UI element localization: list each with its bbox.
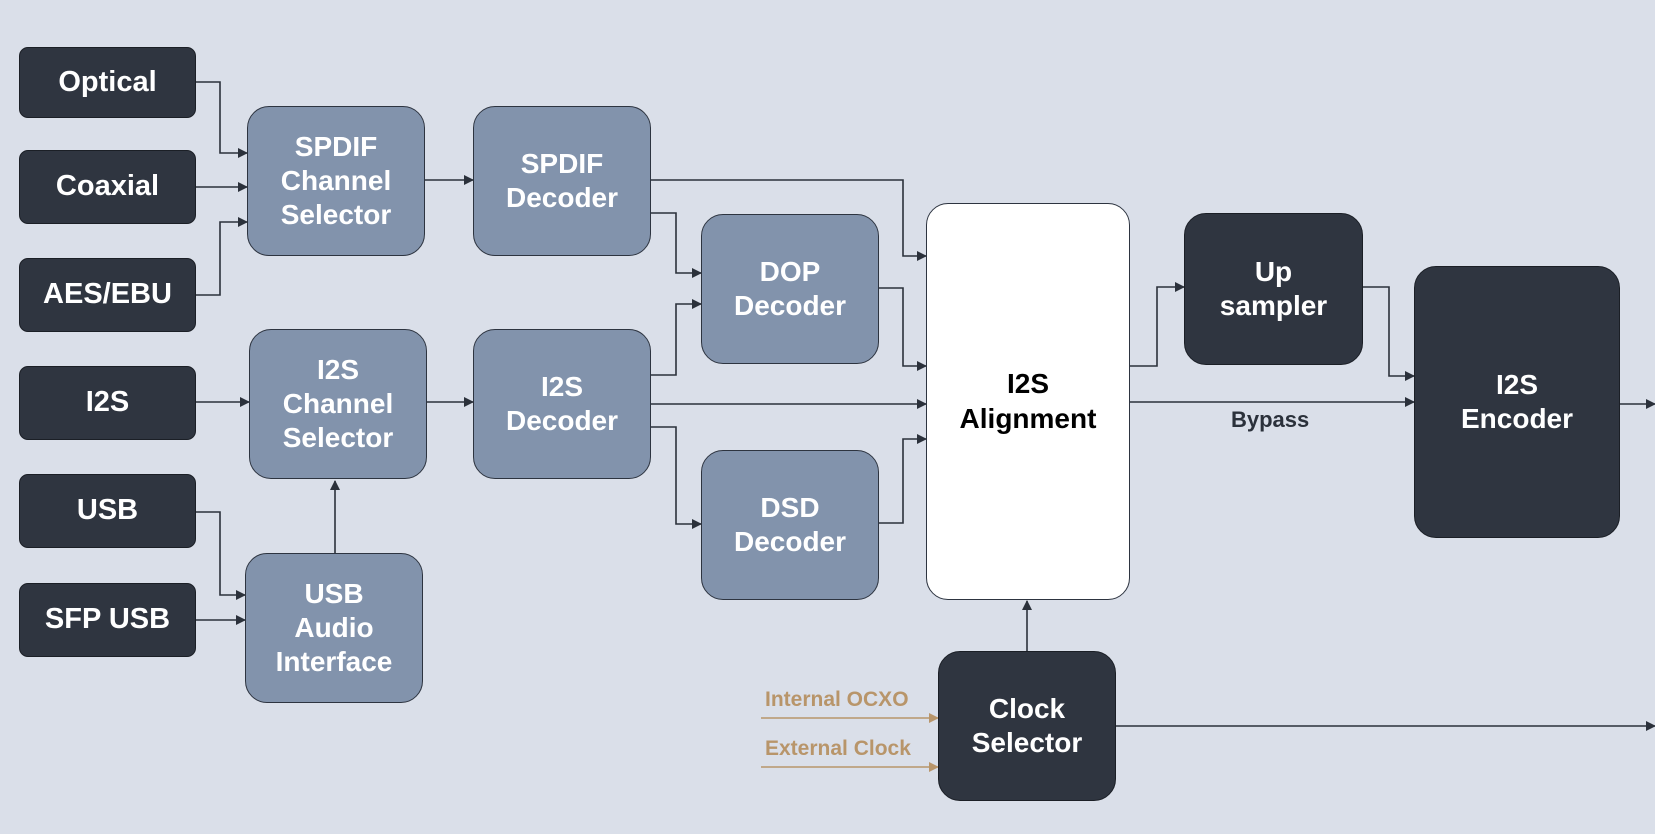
i2s-channel-selector: I2S Channel Selector xyxy=(249,329,427,479)
bypass-label: Bypass xyxy=(1231,407,1310,432)
i2s-decoder: I2S Decoder xyxy=(473,329,651,479)
spdif-channel-selector: SPDIF Channel Selector xyxy=(247,106,425,256)
i2s-encoder: I2S Encoder xyxy=(1414,266,1620,538)
external-clock-label: External Clock xyxy=(765,737,911,760)
upsampler-to-encoder xyxy=(1363,286,1415,381)
input-optical: Optical xyxy=(19,47,196,118)
input-sfp-usb: SFP USB xyxy=(19,583,196,657)
internal-ocxo-label: Internal OCXO xyxy=(765,688,909,711)
i2s-decoder-to-dsd xyxy=(651,426,702,529)
spdif-decoder-to-alignment xyxy=(651,179,927,261)
dop-decoder: DOP Decoder xyxy=(701,214,879,364)
i2s-alignment: I2S Alignment xyxy=(926,203,1130,600)
spdif-decoder: SPDIF Decoder xyxy=(473,106,651,256)
input-aes-ebu: AES/EBU xyxy=(19,258,196,332)
input-usb: USB xyxy=(19,474,196,548)
up-sampler: Up sampler xyxy=(1184,213,1363,365)
clock-selector: Clock Selector xyxy=(938,651,1116,801)
dop-to-alignment xyxy=(879,287,927,371)
usb-to-usb-audio xyxy=(196,511,246,600)
usb-audio-interface: USB Audio Interface xyxy=(245,553,423,703)
alignment-to-upsampler xyxy=(1130,282,1185,367)
input-coaxial: Coaxial xyxy=(19,150,196,224)
i2s-decoder-to-dop xyxy=(651,299,702,376)
spdif-decoder-to-dop xyxy=(651,212,702,278)
aes-to-spdif-selector xyxy=(196,217,248,296)
dsd-decoder: DSD Decoder xyxy=(701,450,879,600)
input-i2s: I2S xyxy=(19,366,196,440)
dsd-to-alignment xyxy=(879,434,927,524)
optical-to-spdif-selector xyxy=(196,81,248,158)
